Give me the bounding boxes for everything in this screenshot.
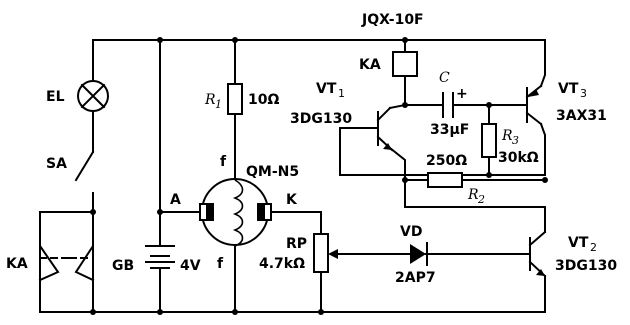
sensor-f-bottom-label: f bbox=[217, 256, 224, 272]
battery-gb-symbol bbox=[145, 245, 175, 269]
node-a-label: A bbox=[170, 192, 181, 208]
sensor-f-top-label: f bbox=[220, 154, 227, 170]
lamp-el-label: EL bbox=[46, 89, 65, 105]
wires bbox=[39, 39, 546, 313]
transistor-vt3-sub: 3 bbox=[580, 87, 587, 100]
ka-contact-symbol bbox=[38, 229, 95, 282]
diode-vd-symbol bbox=[410, 242, 428, 266]
switch-sa-label: SA bbox=[46, 156, 67, 172]
transistor-vt2-model: 3DG130 bbox=[555, 258, 617, 274]
potentiometer-rp-symbol bbox=[313, 233, 338, 273]
capacitor-c-symbol bbox=[442, 92, 454, 118]
battery-gb-label: GB bbox=[112, 258, 134, 274]
resistor-r1-letter: R bbox=[204, 92, 216, 108]
transistor-vt2-symbol bbox=[528, 230, 547, 278]
resistor-r3-letter: R bbox=[501, 128, 513, 144]
relay-model-label: JQX-10F bbox=[361, 12, 424, 28]
capacitor-c-label: C bbox=[439, 70, 450, 86]
transistor-vt3-symbol bbox=[525, 84, 543, 126]
capacitor-plus-label: + bbox=[456, 86, 468, 102]
gas-sensor-symbol bbox=[199, 178, 272, 247]
capacitor-c-value: 33μF bbox=[430, 122, 469, 138]
potentiometer-rp-label: RP bbox=[286, 236, 307, 252]
ka-contact-label: KA bbox=[6, 256, 28, 272]
resistor-r2-value: 250Ω bbox=[426, 153, 467, 169]
resistor-r1-sub: 1 bbox=[215, 98, 222, 111]
resistor-r2-letter: R bbox=[467, 187, 479, 203]
relay-ka-label: KA bbox=[359, 57, 381, 73]
diode-vd-model: 2AP7 bbox=[395, 270, 436, 286]
transistor-vt3-model: 3AX31 bbox=[556, 108, 607, 124]
diode-vd-label: VD bbox=[400, 224, 422, 240]
potentiometer-rp-value: 4.7kΩ bbox=[259, 256, 305, 272]
node-k-label: K bbox=[286, 192, 298, 208]
lamp-el-symbol bbox=[77, 80, 109, 112]
battery-gb-value: 4V bbox=[180, 258, 201, 274]
resistor-r2-sub: 2 bbox=[477, 193, 485, 206]
resistor-r3-value: 30kΩ bbox=[498, 150, 539, 166]
resistor-r3-symbol bbox=[481, 123, 497, 158]
resistor-r1-value: 10Ω bbox=[248, 92, 279, 108]
transistor-vt3-name: VT bbox=[558, 81, 579, 97]
transistor-vt2-sub: 2 bbox=[590, 241, 597, 254]
resistor-r3-sub: 3 bbox=[512, 134, 519, 147]
junction-dots bbox=[90, 37, 548, 315]
resistor-r1-symbol bbox=[227, 83, 243, 115]
relay-coil-symbol bbox=[392, 51, 418, 77]
transistor-vt2-name: VT bbox=[568, 235, 589, 251]
transistor-vt1-model: 3DG130 bbox=[290, 111, 352, 127]
transistor-vt1-name: VT bbox=[316, 81, 337, 97]
transistor-vt1-symbol bbox=[376, 106, 394, 152]
switch-sa-symbol bbox=[74, 150, 95, 182]
resistor-r2-symbol bbox=[427, 172, 463, 188]
sensor-model-label: QM-N5 bbox=[246, 164, 299, 180]
transistor-vt1-sub: 1 bbox=[338, 87, 345, 100]
